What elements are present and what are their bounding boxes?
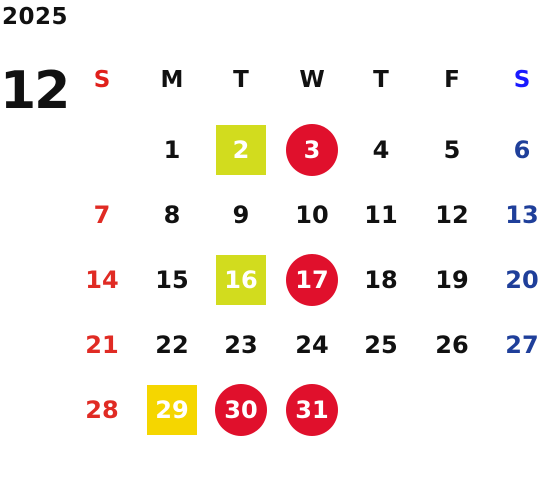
day-cell: 13: [505, 201, 539, 229]
day-circle-marker: [286, 254, 338, 306]
year-label: 2025: [2, 4, 69, 30]
day-cell: 4: [372, 136, 390, 164]
day-cell: 22: [155, 331, 189, 359]
day-cell: 10: [295, 201, 329, 229]
day-cell: 16: [224, 266, 258, 294]
day-cell: 12: [435, 201, 469, 229]
day-circle-marker: [286, 384, 338, 436]
day-cell: 23: [224, 331, 258, 359]
weekday-header: T: [233, 66, 249, 93]
day-cell: 29: [155, 396, 189, 424]
day-cell: 3: [303, 136, 321, 164]
day-cell: 26: [435, 331, 469, 359]
day-cell: 31: [295, 396, 329, 424]
day-square-marker: [216, 125, 266, 175]
weekday-header: W: [299, 66, 325, 93]
day-cell: 20: [505, 266, 539, 294]
day-cell: 11: [364, 201, 398, 229]
day-cell: 2: [232, 136, 250, 164]
day-square-marker: [147, 385, 197, 435]
day-cell: 21: [85, 331, 119, 359]
day-cell: 25: [364, 331, 398, 359]
weekday-header: S: [513, 66, 531, 93]
day-cell: 18: [364, 266, 398, 294]
weekday-header: M: [160, 66, 184, 93]
day-cell: 6: [513, 136, 531, 164]
day-cell: 17: [295, 266, 329, 294]
month-number: 12: [0, 61, 70, 121]
day-square-marker: [216, 255, 266, 305]
day-cell: 1: [163, 136, 181, 164]
weekday-header: F: [444, 66, 460, 93]
day-circle-marker: [215, 384, 267, 436]
day-cell: 15: [155, 266, 189, 294]
day-circle-marker: [286, 124, 338, 176]
day-cell: 7: [93, 201, 111, 229]
day-cell: 28: [85, 396, 119, 424]
day-cell: 24: [295, 331, 329, 359]
day-cell: 14: [85, 266, 119, 294]
day-cell: 19: [435, 266, 469, 294]
day-cell: 30: [224, 396, 258, 424]
weekday-header: T: [373, 66, 389, 93]
day-cell: 9: [232, 201, 250, 229]
day-cell: 5: [443, 136, 461, 164]
day-cell: 27: [505, 331, 539, 359]
weekday-header: S: [93, 66, 111, 93]
day-cell: 8: [163, 201, 181, 229]
